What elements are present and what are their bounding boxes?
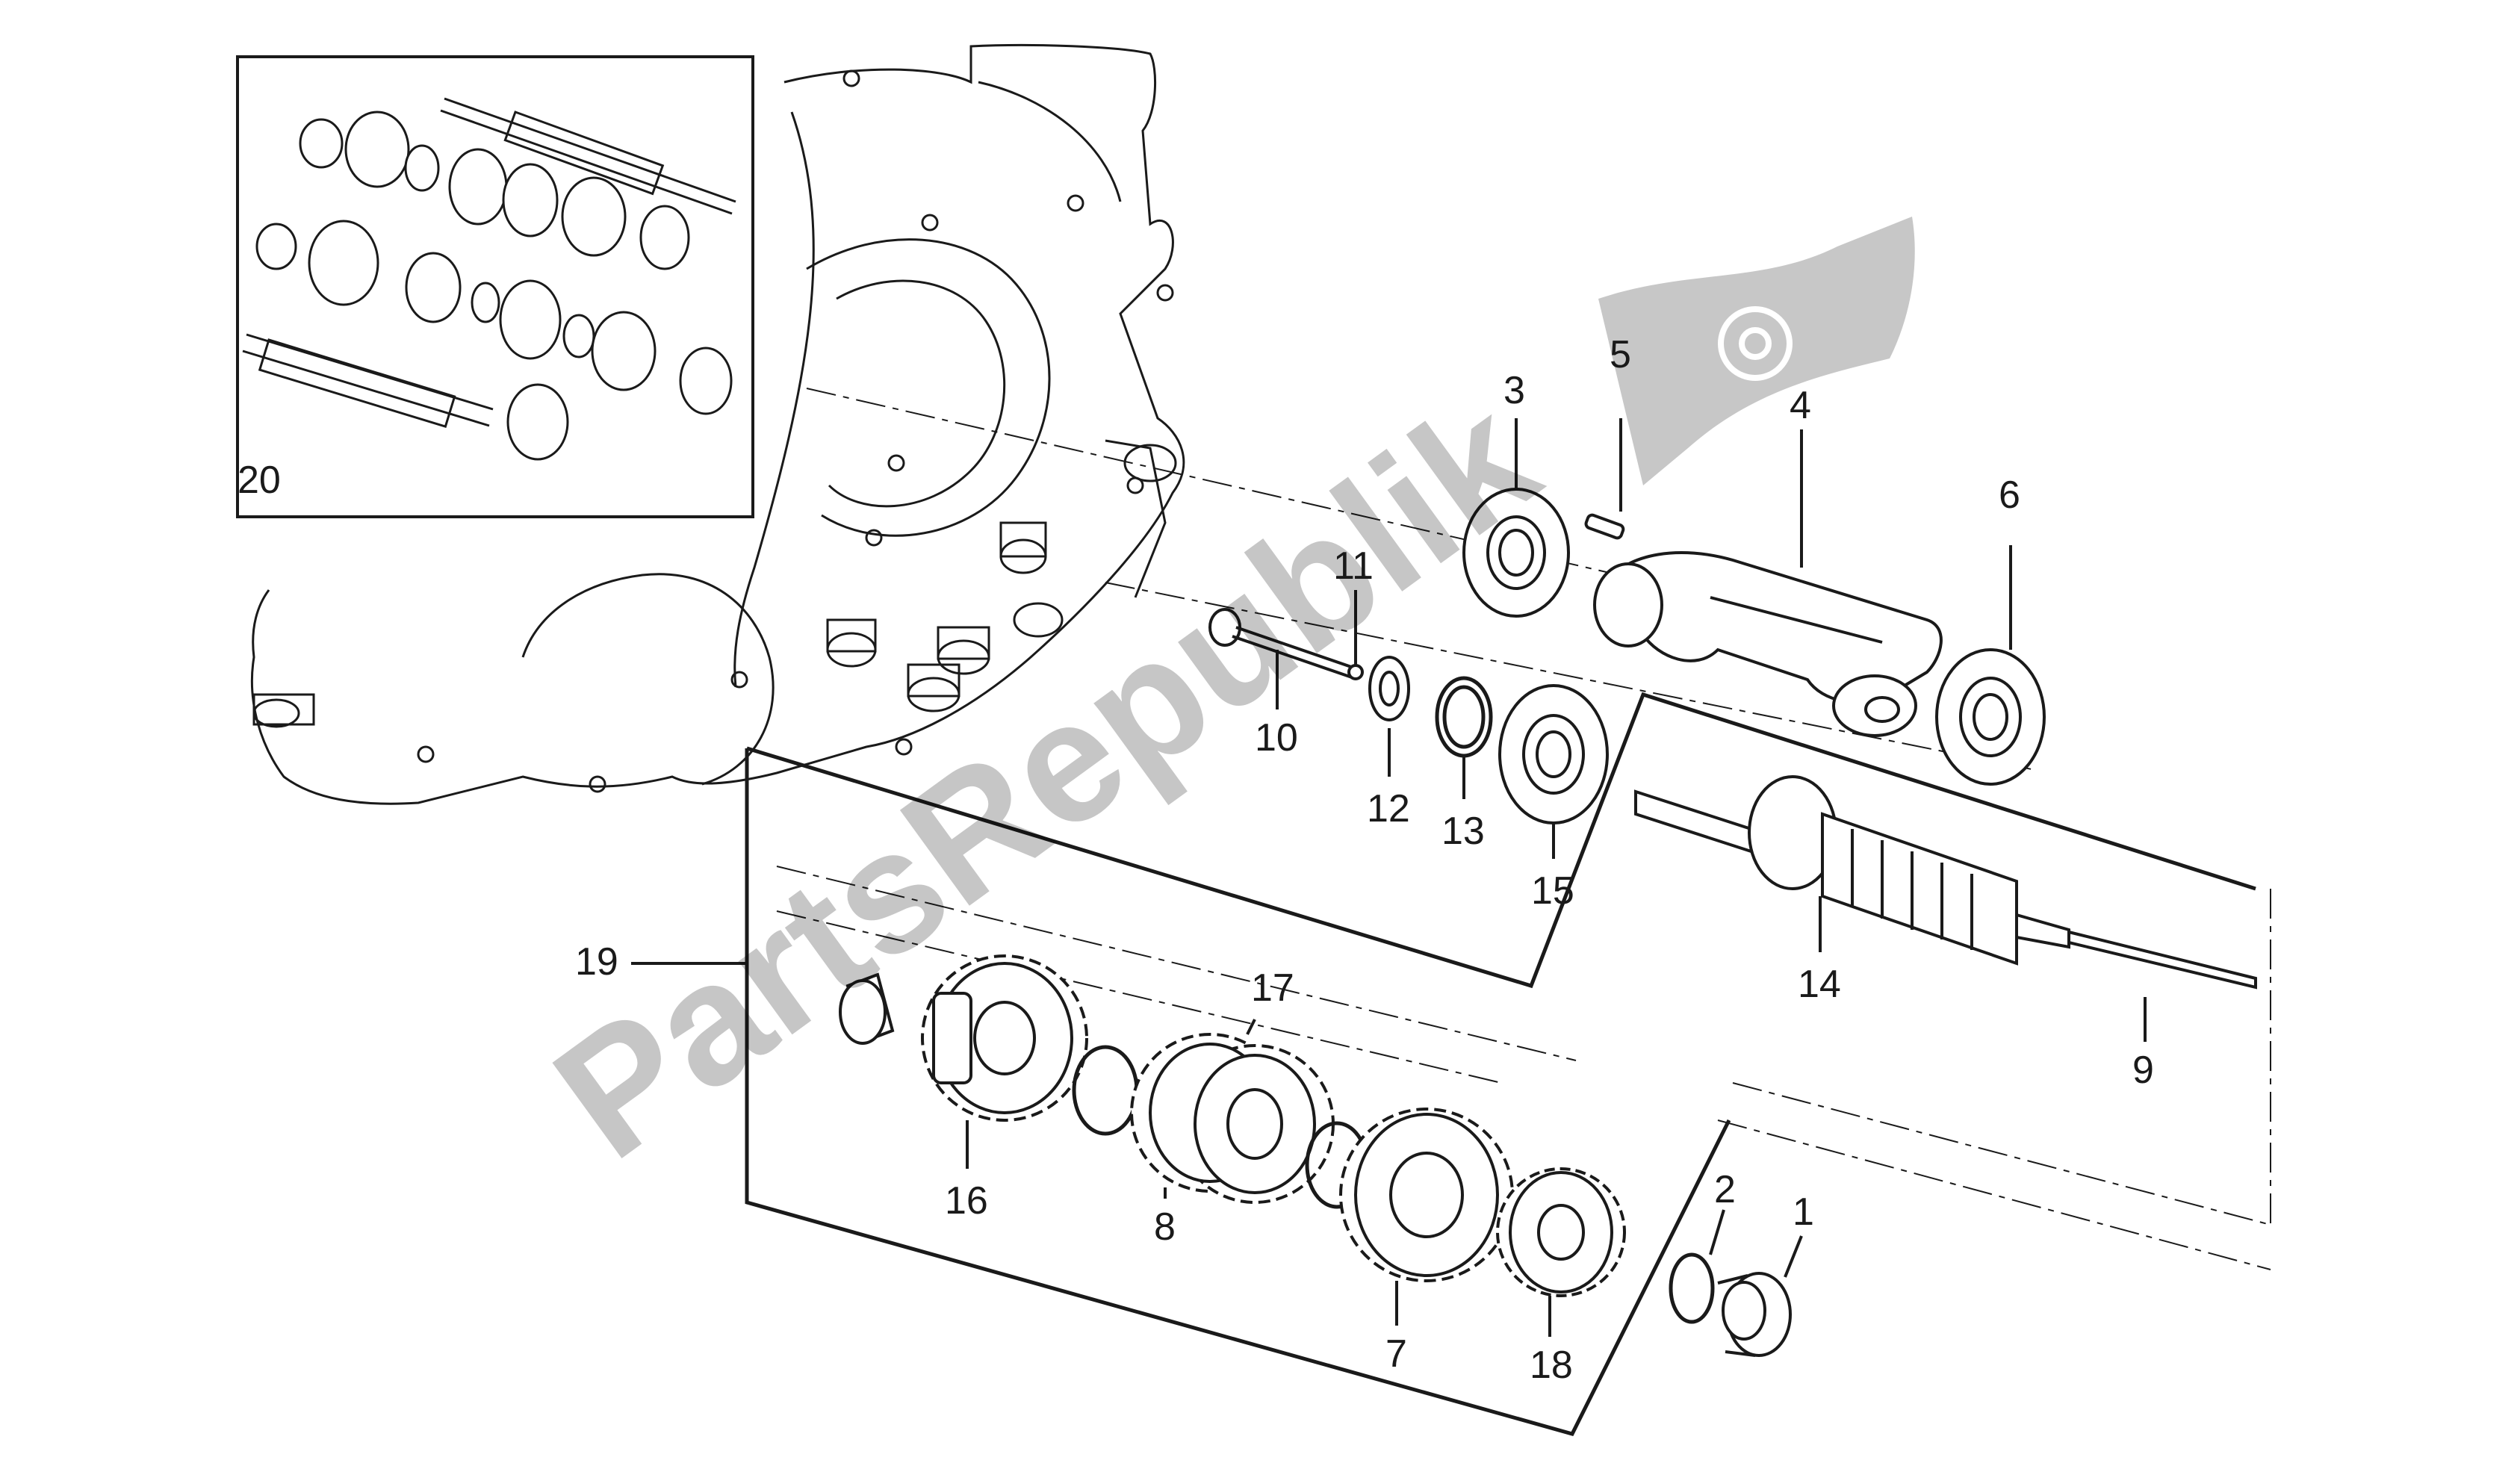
part-10-rod (1208, 608, 1356, 679)
crankcase-outline (250, 43, 1185, 805)
label-part-8: 8 (1154, 1205, 1176, 1249)
part-12-washer (1368, 656, 1410, 721)
gear-flag-icon (1598, 217, 1915, 485)
part-5-pin (1584, 513, 1625, 540)
inset-lower-shaft (242, 333, 494, 429)
part-15-bearing (1498, 684, 1609, 824)
part-3-bearing (1462, 488, 1570, 618)
label-part-9: 9 (2132, 1049, 2154, 1092)
inset-box (236, 55, 754, 518)
gear-icon (1718, 306, 1793, 381)
axis-lines (776, 388, 2271, 1270)
part-6-bearing (1935, 648, 2046, 786)
label-part-17: 17 (1251, 966, 1294, 1010)
label-part-18: 18 (1530, 1344, 1573, 1387)
part-14-main-shaft (1634, 775, 2070, 966)
part-1-needle-bearing (1717, 1272, 1792, 1357)
label-inset-20: 20 (238, 459, 281, 502)
label-part-3: 3 (1503, 369, 1525, 412)
label-part-6: 6 (1999, 473, 2020, 517)
label-part-7: 7 (1385, 1332, 1407, 1376)
label-part-1: 1 (1793, 1190, 1814, 1234)
part-7-gear (1339, 1108, 1514, 1282)
part-2-circlip (1669, 1252, 1715, 1324)
label-part-19: 19 (575, 940, 618, 984)
circlip-a (1072, 1045, 1139, 1136)
label-part-13: 13 (1441, 810, 1485, 853)
label-part-4: 4 (1790, 384, 1811, 427)
part-labels: 20 3 5 4 6 11 10 12 13 15 14 9 19 17 16 … (238, 333, 2154, 1387)
label-part-5: 5 (1610, 333, 1631, 376)
part-4-shift-fork (1593, 551, 1943, 737)
bushing (839, 972, 895, 1045)
part-8-double-gear (1130, 1033, 1335, 1204)
label-part-14: 14 (1798, 963, 1841, 1006)
label-part-2: 2 (1714, 1168, 1736, 1211)
assembly-boundary (745, 692, 2256, 1436)
label-part-15: 15 (1531, 869, 1574, 913)
label-part-11: 11 (1333, 544, 1374, 588)
label-part-12: 12 (1367, 787, 1410, 830)
inset-upper-shaft (440, 97, 736, 215)
leader-lines (631, 418, 2147, 1337)
inset-gears (255, 111, 733, 461)
label-part-10: 10 (1255, 716, 1298, 760)
part-18-gear (1496, 1167, 1626, 1297)
label-part-16: 16 (945, 1179, 988, 1223)
part-13-circlip (1435, 676, 1493, 758)
part-16-gear (921, 954, 1088, 1122)
part-9-shaft-tip (2067, 930, 2257, 990)
